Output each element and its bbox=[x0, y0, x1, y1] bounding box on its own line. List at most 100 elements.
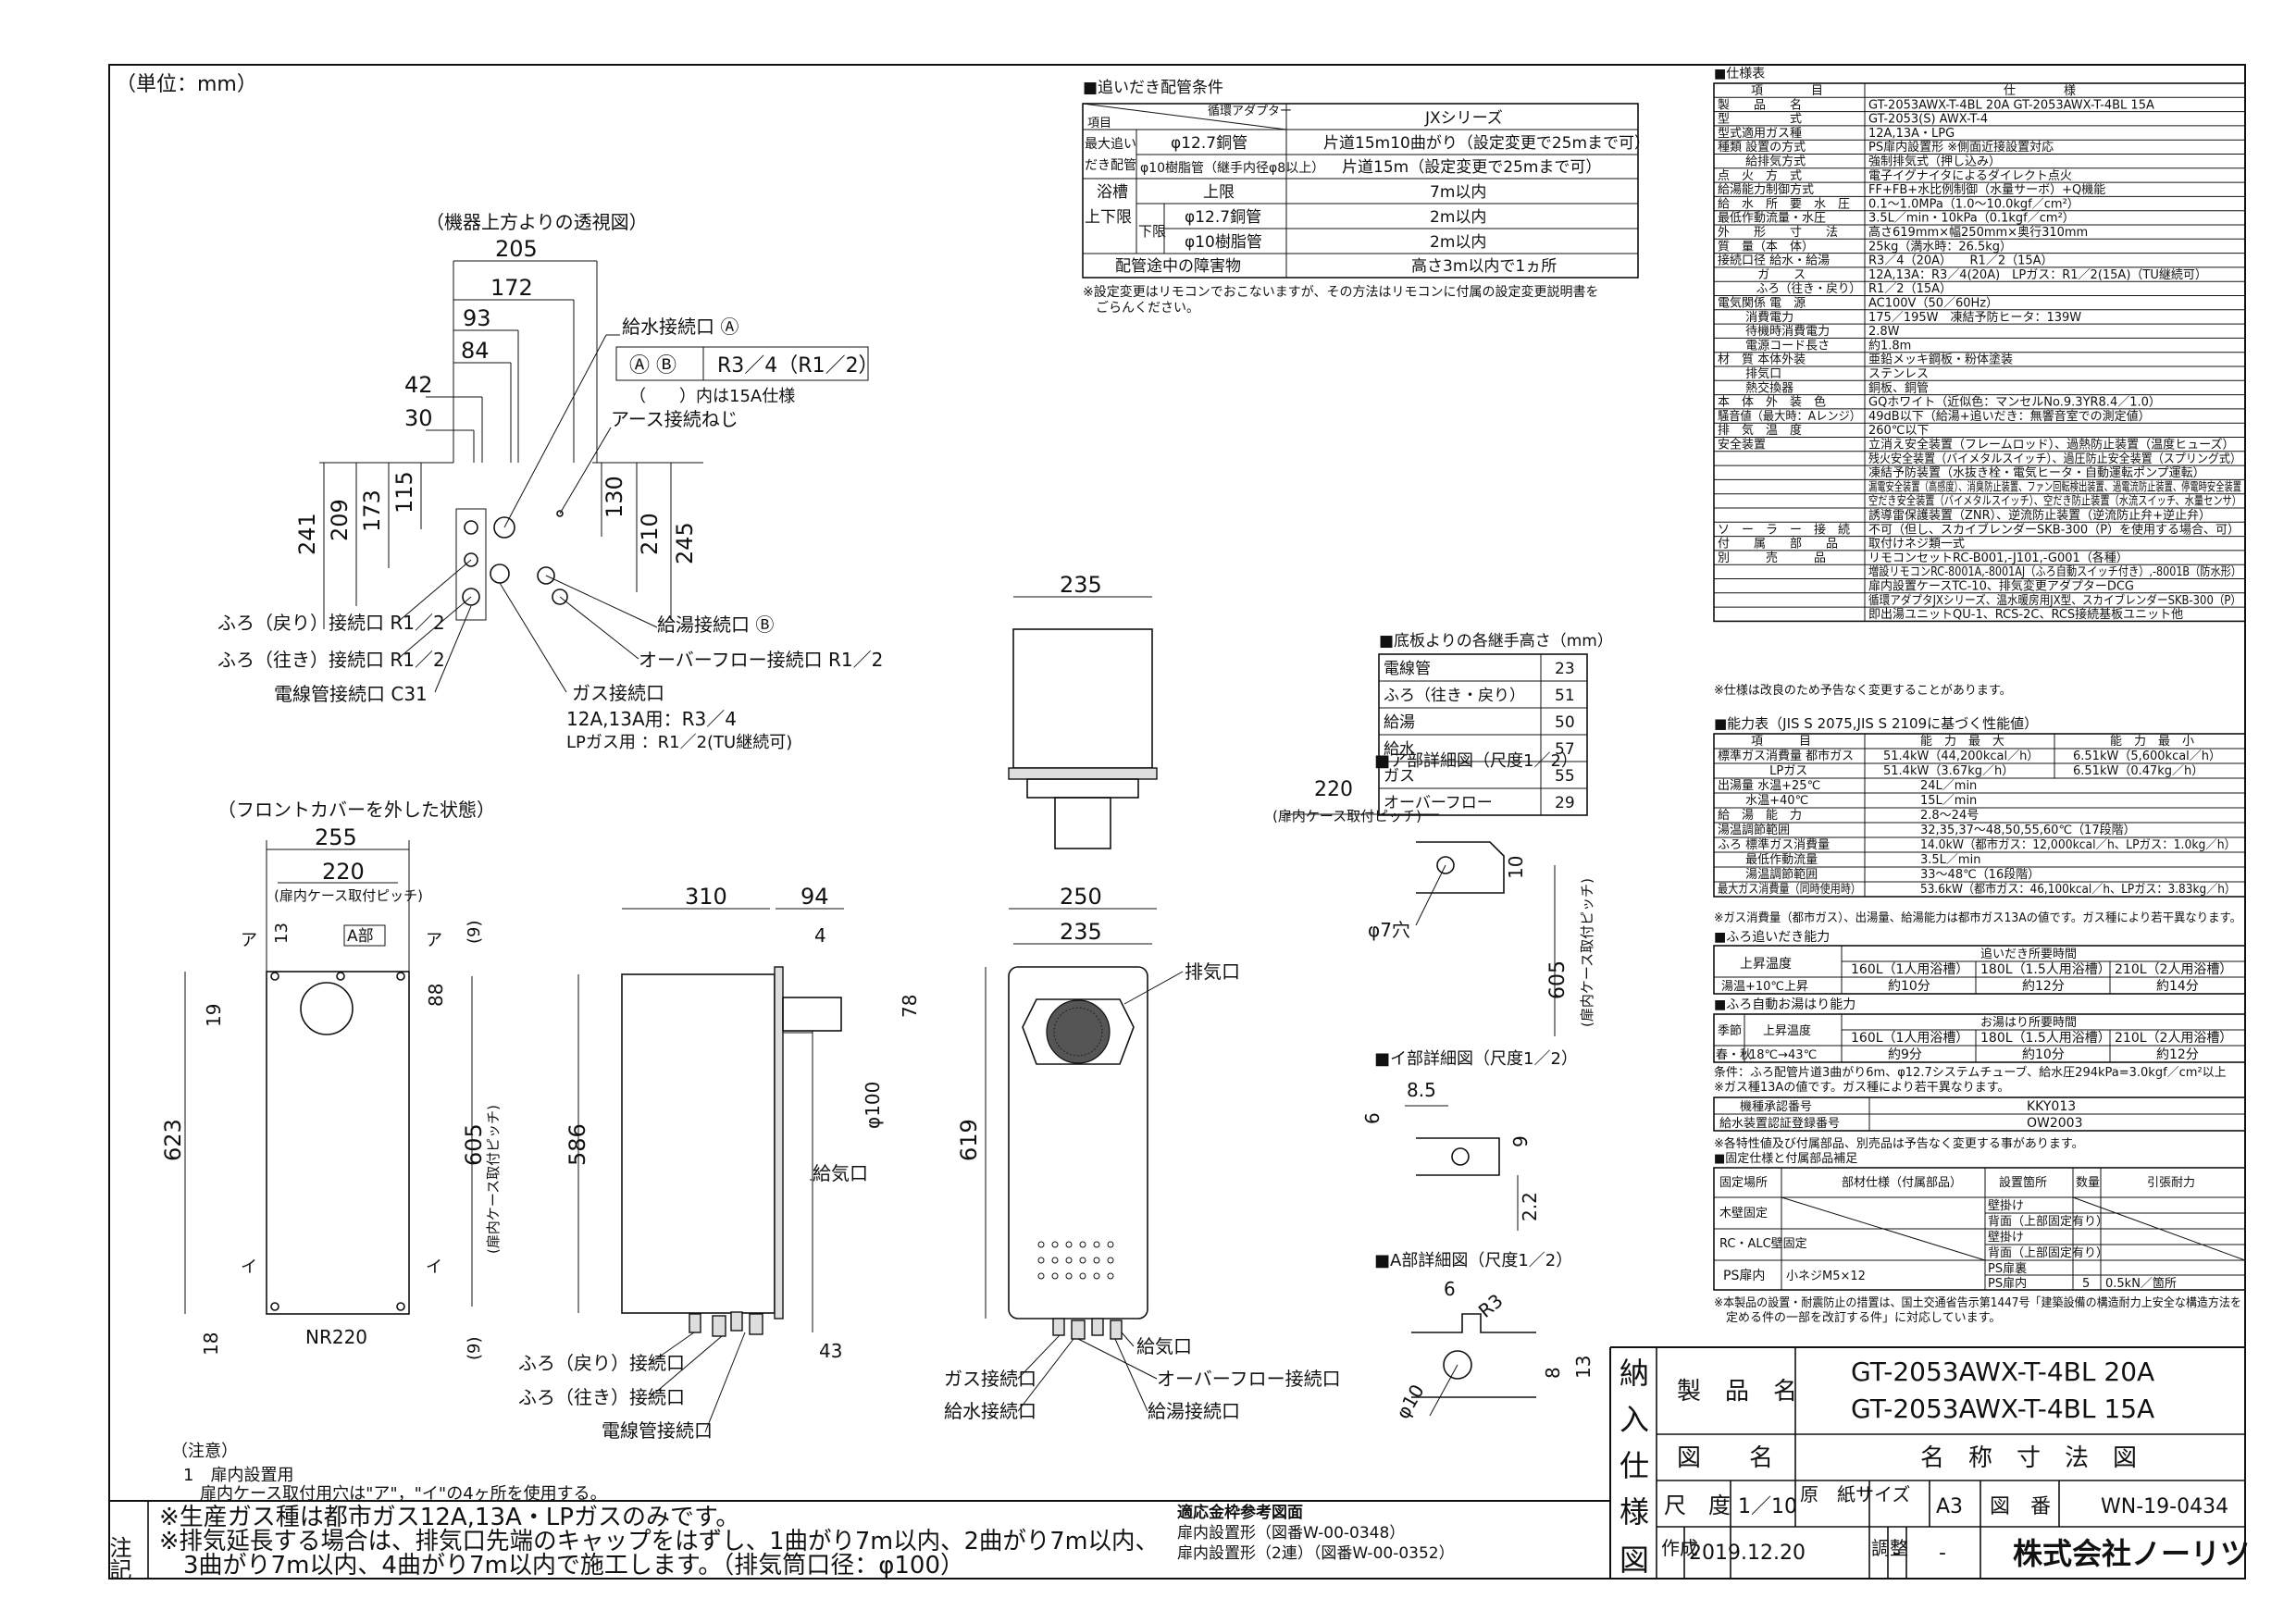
spec-key-15: 消費電力 bbox=[1718, 311, 1793, 325]
side-view: 310 94 4 78 φ100 586 43 給気口 ふろ（戻り）接続口 ふろ… bbox=[518, 884, 921, 1442]
dim-255: 255 bbox=[315, 824, 357, 850]
spec-key-7: 給 水 所 要 水 圧 bbox=[1718, 197, 1850, 211]
fitting-name-4: 給水 bbox=[1384, 740, 1415, 759]
detail-a-hole: φ7穴 bbox=[1368, 919, 1410, 941]
dim-10-detail: 10 bbox=[1505, 856, 1527, 879]
spec-key-16: 待機時消費電力 bbox=[1718, 325, 1830, 339]
spec-key-9: 外 形 寸 法 bbox=[1718, 226, 1838, 240]
title-block: 納 入 仕 様 図 製 品 名 GT-2053AWX-T-4BL 20A GT-… bbox=[1620, 1347, 2250, 1579]
reheat-value-2: 片道15m（設定変更で25mまで可） bbox=[1342, 158, 1601, 177]
label-overflow: オーバーフロー接続口 R1／2 bbox=[639, 649, 883, 671]
approval-k2: 給水装置認証登録番号 bbox=[1719, 1116, 1840, 1131]
detail-a: ■ア部詳細図（尺度1／2） bbox=[1374, 751, 1578, 771]
dim-8-apart: 8 bbox=[1542, 1367, 1564, 1379]
approval-v2: OW2003 bbox=[2027, 1116, 2083, 1131]
dim-13: 13 bbox=[272, 923, 292, 944]
lower-notes-line1: 1 扉内設置用 bbox=[183, 1466, 293, 1485]
fitting-heights-table: ■底板よりの各継手高さ（mm） 電線管 ふろ（往き・戻り） 給湯 給水 ガス オ… bbox=[1378, 632, 1613, 816]
scale-label: 尺 度 bbox=[1664, 1493, 1731, 1518]
apart-hole bbox=[1443, 1350, 1472, 1380]
auto-fill-h1: 季節 bbox=[1718, 1024, 1742, 1038]
capacity-key-7: 最低作動流量 bbox=[1718, 853, 1818, 867]
label-earth: アース接続ねじ bbox=[611, 408, 738, 430]
dim-619: 619 bbox=[956, 1119, 982, 1161]
spec-value-22: 49dB以下（給湯+追いだき：無響音室での測定値） bbox=[1868, 409, 2151, 424]
spec-value-9: 高さ619mm×幅250mm×奥行310mm bbox=[1868, 225, 2088, 240]
bath-return-port bbox=[464, 520, 478, 535]
capacity-value-7: 3.5L／min bbox=[1920, 853, 1980, 867]
spec-key-13: ふろ（往き・戻り） bbox=[1718, 282, 1861, 296]
legend-value: R3／4（R1／2） bbox=[717, 354, 879, 378]
reheat-group-4: 上下限 bbox=[1085, 208, 1132, 227]
spec-value-32: リモコンセットRC-B001,-J101,-G001（各種） bbox=[1868, 551, 2128, 565]
auto-fill-table: ■ふろ自動お湯はり能力 季節 上昇温度 お湯はり所要時間 160L（1人用浴槽）… bbox=[1713, 997, 2246, 1095]
spec-value-33: 増設リモコンRC-8001A,-8001AJ（ふろ自動スイッチ付き）,-8001… bbox=[1868, 564, 2241, 579]
footer-ref-title: 適応金枠参考図面 bbox=[1177, 1503, 1303, 1522]
label-gas-spec1: 12A,13A用：R3／4 bbox=[566, 708, 737, 730]
fitting-value-2: 51 bbox=[1555, 687, 1575, 705]
approval-v1: KKY013 bbox=[2027, 1099, 2076, 1114]
fixing-sub1a: 壁掛け bbox=[1988, 1199, 2024, 1213]
reheat-value-6: 高さ3m以内で1ヵ所 bbox=[1411, 257, 1557, 276]
dim-8-5: 8.5 bbox=[1407, 1079, 1436, 1101]
front-exhaust-plate bbox=[1022, 998, 1135, 1065]
spec-key-32: 別 売 品 bbox=[1718, 551, 1826, 565]
capacity-value-5: 32,35,37〜48,50,55,60℃（17段階） bbox=[1920, 824, 2136, 837]
dim-94: 94 bbox=[800, 884, 829, 910]
auto-fill-col1: 160L（1人用浴槽） bbox=[1851, 1031, 1968, 1046]
fixing-h3: 設置箇所 bbox=[1999, 1175, 2047, 1190]
detail-apart-title: ■A部詳細図（尺度1／2） bbox=[1374, 1251, 1572, 1270]
capacity-value-2: 24L／min bbox=[1920, 779, 1977, 793]
capacity-key-1: LPガス bbox=[1718, 764, 1807, 778]
spec-header-item: 項 目 bbox=[1751, 84, 1823, 98]
fitting-value-6: 29 bbox=[1555, 794, 1575, 812]
auto-fill-v2: 約10分 bbox=[2022, 1047, 2065, 1062]
reheat-corner-bottom: 項目 bbox=[1087, 117, 1111, 130]
auto-fill-temp: 18℃→43℃ bbox=[1749, 1048, 1817, 1062]
auto-fill-v1: 約9分 bbox=[1888, 1047, 1922, 1062]
detail-i-bracket bbox=[1416, 1137, 1500, 1176]
lower-notes-line2: 扉内ケース取付用穴は"ア"，"イ"の4ヶ所を使用する。 bbox=[183, 1484, 607, 1504]
auto-fill-h2: 上昇温度 bbox=[1763, 1023, 1811, 1038]
made-date: 2019.12.20 bbox=[1689, 1542, 1806, 1565]
product-name-15a: GT-2053AWX-T-4BL 15A bbox=[1851, 1394, 2154, 1424]
capacity-value-4: 2.8〜24号 bbox=[1920, 809, 1979, 823]
spec-key-14: 電気関係 電 源 bbox=[1718, 296, 1806, 311]
reheat-value-4: 2m以内 bbox=[1430, 208, 1486, 227]
fitting-value-3: 50 bbox=[1555, 713, 1575, 732]
front-body bbox=[1008, 966, 1148, 1319]
footer-label: 注記 bbox=[105, 1536, 131, 1580]
spec-key-6: 給湯能力制御方式 bbox=[1718, 182, 1814, 197]
reheat-item-1: φ12.7銅管 bbox=[1171, 134, 1247, 153]
dim-205: 205 bbox=[495, 236, 538, 262]
fixing-note1: ※本製品の設置・耐震防止の措置は、国土交通省告示第1447号「建築設備の構造耐力… bbox=[1714, 1295, 2241, 1310]
spec-value-8: 3.5L／min・10kPa（0.1kgf／cm²） bbox=[1868, 212, 2075, 226]
dim-245: 245 bbox=[672, 522, 698, 564]
spec-value-35: 循環アダプタJXシリーズ、温水暖房用JX型、スカイブレンダーSKB-300（P） bbox=[1868, 593, 2241, 608]
detail-a-bracket bbox=[1416, 841, 1505, 894]
side-exhaust bbox=[782, 997, 842, 1032]
fitting-value-5: 55 bbox=[1555, 767, 1575, 786]
fixing-place2: RC・ALC壁固定 bbox=[1719, 1237, 1807, 1251]
front-label-gas: ガス接続口 bbox=[944, 1368, 1036, 1390]
dim-605-detail: 605 bbox=[1546, 960, 1570, 999]
title-side-4: 様 bbox=[1620, 1494, 1649, 1530]
fixing-h2: 部材仕様（付属部品） bbox=[1842, 1176, 1962, 1190]
reheat-item-2: φ10樹脂管（継手内径φ8以上） bbox=[1140, 161, 1324, 176]
spec-value-28: 空だき安全装置（バイメタルスイッチ）、空だき防止装置（水流スイッチ、水量センサ） bbox=[1868, 494, 2241, 509]
front-label-water: 給水接続口 bbox=[944, 1400, 1036, 1422]
reheat-series: JXシリーズ bbox=[1424, 109, 1503, 128]
front-label-hot-water: 給湯接続口 bbox=[1148, 1400, 1240, 1422]
capacity-title: ■能力表（JIS S 2075,JIS S 2109に基づく性能値） bbox=[1714, 715, 2038, 732]
reheat-piping-table: ■追いだき配管条件 循環アダプター 項目 JXシリーズ 最大追い だき配管 浴槽… bbox=[1082, 79, 1650, 316]
dim-623: 623 bbox=[160, 1119, 186, 1161]
reheat-sub-lower: 下限 bbox=[1138, 223, 1166, 240]
capacity-key-4: 給 湯 能 力 bbox=[1718, 809, 1802, 823]
reheat-cap-col1: 160L（1人用浴槽） bbox=[1851, 962, 1968, 977]
fixing-table: ■固定仕様と付属部品補足 固定場所 部材仕様（付属部品） 設置箇所 数量 引張耐… bbox=[1713, 1152, 2246, 1325]
fixing-place3: PS扉内 bbox=[1723, 1269, 1765, 1283]
fixing-h1: 固定場所 bbox=[1719, 1176, 1768, 1190]
dim-78: 78 bbox=[899, 995, 921, 1018]
